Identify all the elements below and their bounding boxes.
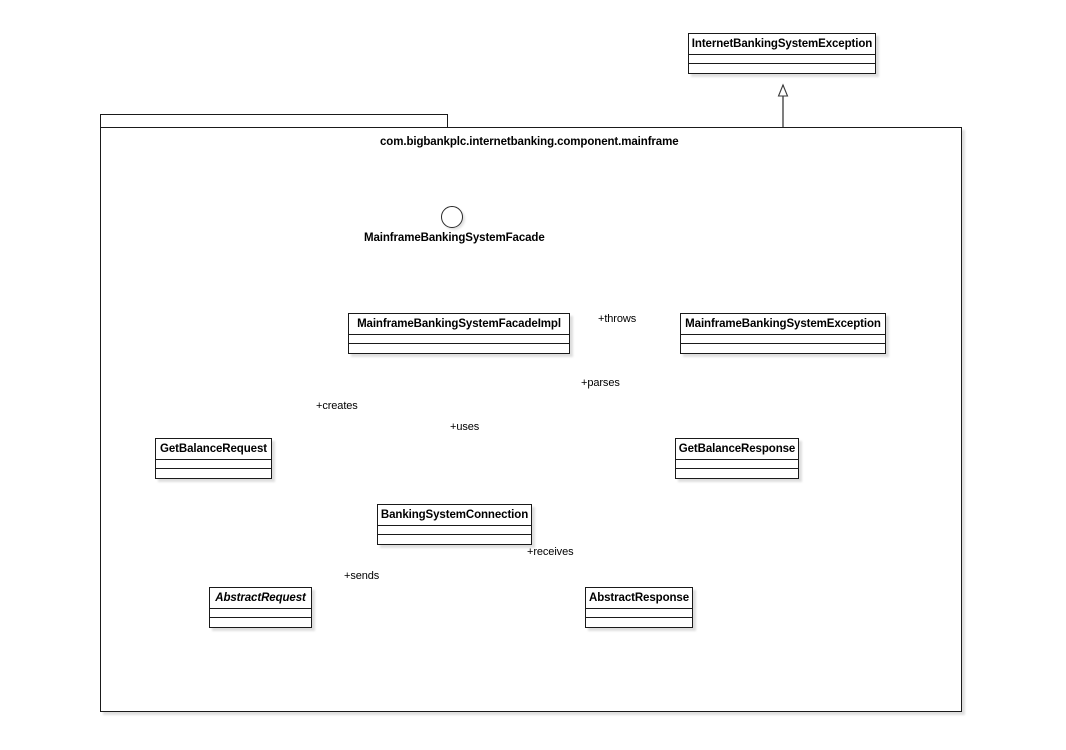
- class-abstract-request[interactable]: AbstractRequest: [209, 587, 312, 628]
- operations-compartment: [586, 618, 692, 627]
- attributes-compartment: [689, 55, 875, 64]
- interface-label: MainframeBankingSystemFacade: [364, 232, 545, 244]
- attributes-compartment: [210, 609, 311, 618]
- package-tab: [100, 114, 448, 128]
- class-get-balance-response[interactable]: GetBalanceResponse: [675, 438, 799, 479]
- edge-label-parses: +parses: [581, 377, 620, 389]
- attributes-compartment: [586, 609, 692, 618]
- attributes-compartment: [681, 335, 885, 344]
- class-name: GetBalanceResponse: [676, 439, 798, 460]
- class-mainframe-banking-system-facade-impl[interactable]: MainframeBankingSystemFacadeImpl: [348, 313, 570, 354]
- operations-compartment: [681, 344, 885, 353]
- class-mainframe-banking-system-exception[interactable]: MainframeBankingSystemException: [680, 313, 886, 354]
- operations-compartment: [210, 618, 311, 627]
- class-name: BankingSystemConnection: [378, 505, 531, 526]
- edge-label-throws: +throws: [598, 313, 637, 325]
- operations-compartment: [156, 469, 271, 478]
- edge-label-receives: +receives: [527, 546, 574, 558]
- class-name: AbstractRequest: [210, 588, 311, 609]
- attributes-compartment: [156, 460, 271, 469]
- class-abstract-response[interactable]: AbstractResponse: [585, 587, 693, 628]
- attributes-compartment: [349, 335, 569, 344]
- edge-label-uses: +uses: [450, 421, 480, 433]
- operations-compartment: [689, 64, 875, 73]
- class-get-balance-request[interactable]: GetBalanceRequest: [155, 438, 272, 479]
- edge-label-creates: +creates: [316, 400, 358, 412]
- operations-compartment: [676, 469, 798, 478]
- operations-compartment: [349, 344, 569, 353]
- operations-compartment: [378, 535, 531, 544]
- class-name: MainframeBankingSystemException: [681, 314, 885, 335]
- class-banking-system-connection[interactable]: BankingSystemConnection: [377, 504, 532, 545]
- package-name: com.bigbankplc.internetbanking.component…: [380, 136, 679, 148]
- attributes-compartment: [378, 526, 531, 535]
- attributes-compartment: [676, 460, 798, 469]
- class-name: AbstractResponse: [586, 588, 692, 609]
- class-name: MainframeBankingSystemFacadeImpl: [349, 314, 569, 335]
- class-name: InternetBankingSystemException: [689, 34, 875, 55]
- class-name: GetBalanceRequest: [156, 439, 271, 460]
- interface-lollipop-icon[interactable]: [441, 206, 463, 228]
- class-internet-banking-system-exception[interactable]: InternetBankingSystemException: [688, 33, 876, 74]
- edge-label-sends: +sends: [344, 570, 380, 582]
